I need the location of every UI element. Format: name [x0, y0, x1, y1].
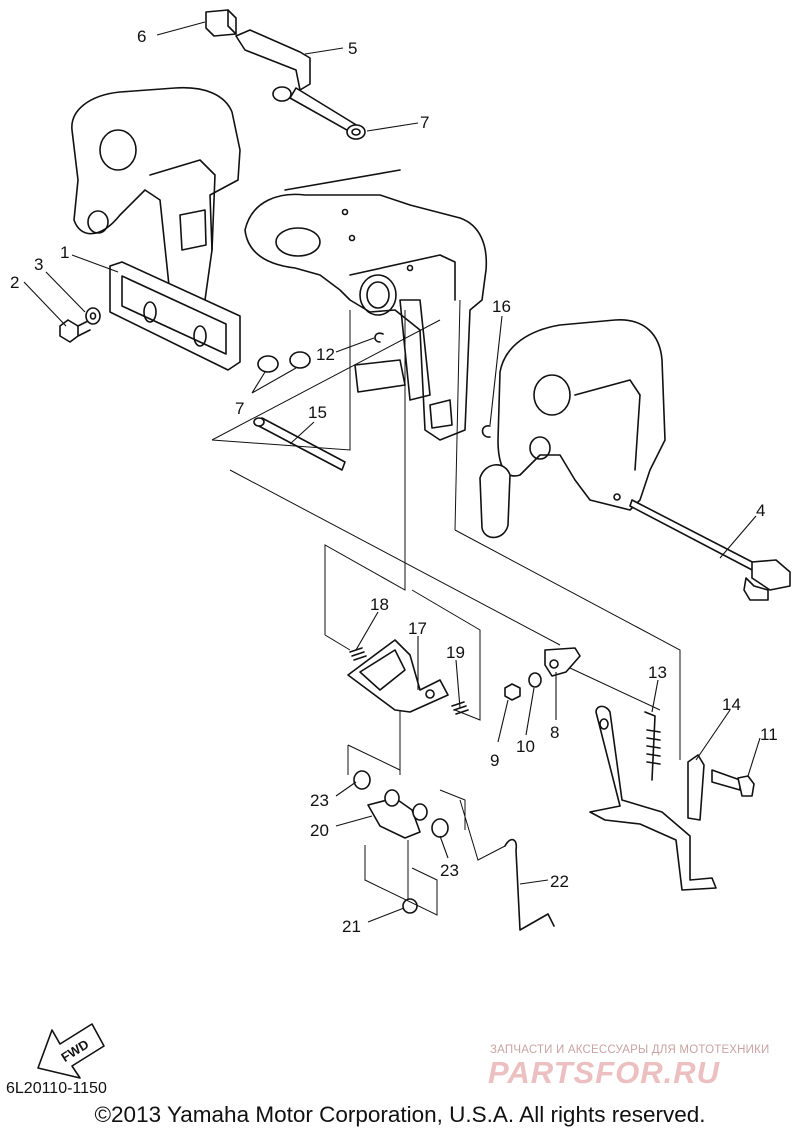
part-7-bushing-pair: [257, 351, 311, 373]
callout-3: 3: [34, 255, 43, 274]
callout-17: 17: [408, 619, 427, 638]
callout-14: 14: [722, 695, 741, 714]
callout-10: 10: [516, 737, 535, 756]
assembly-guide-lines: [211, 299, 681, 916]
callout-7-pair: 7: [235, 399, 244, 418]
part-15-pin: [253, 417, 346, 471]
callout-9: 9: [490, 751, 499, 770]
callout-4: 4: [756, 501, 765, 520]
part-6-cap: [205, 9, 237, 37]
part-23-collar-d: [431, 818, 449, 838]
callout-23-bottom: 23: [440, 861, 459, 880]
part-10-washer: [528, 672, 542, 688]
part-23-collar-c: [412, 803, 428, 821]
callout-8: 8: [550, 723, 559, 742]
callout-16: 16: [492, 297, 511, 316]
callout-7-top: 7: [420, 113, 429, 132]
callout-1: 1: [60, 243, 69, 262]
part-8-lever: [544, 647, 581, 677]
callout-6: 6: [137, 27, 146, 46]
watermark-brand: PARTSFOR.RU: [488, 1055, 721, 1090]
part-23-collar-a: [353, 770, 371, 790]
callout-20: 20: [310, 821, 329, 840]
callout-13: 13: [648, 663, 667, 682]
copyright-notice: ©2013 Yamaha Motor Corporation, U.S.A. A…: [94, 1102, 706, 1127]
callout-21: 21: [342, 917, 361, 936]
part-9-bolt: [504, 683, 521, 701]
part-1-plate: [109, 261, 241, 371]
watermark-tagline: ЗАПЧАСТИ И АКСЕССУАРЫ ДЛЯ МОТОТЕХНИКИ: [490, 1044, 770, 1056]
part-5-lever: [235, 29, 359, 135]
part-12-clip: [374, 332, 384, 343]
callout-22: 22: [550, 872, 569, 891]
part-16-clip: [481, 425, 491, 438]
swivel-bracket: [244, 169, 488, 441]
part-14-tilt-lever: [589, 705, 717, 891]
part-18-spring: [349, 647, 367, 661]
callout-12: 12: [316, 345, 335, 364]
part-23-collar-b: [384, 789, 400, 807]
callout-11: 11: [760, 725, 778, 744]
clamp-bracket-left: [71, 86, 241, 306]
callout-19: 19: [446, 643, 465, 662]
part-2-bolt: [59, 319, 91, 343]
forward-direction-arrow: FWD: [37, 1023, 105, 1079]
part-7-bushing-top: [346, 124, 366, 140]
part-13-spring: [644, 711, 661, 781]
callout-23-top: 23: [310, 791, 329, 810]
clamp-bracket-right: [479, 319, 666, 539]
part-21-collar: [402, 898, 418, 914]
part-4-rod: [629, 499, 791, 601]
part-17-tilt-stopper: [347, 639, 449, 713]
callout-numbers: 6 5 7 1 3 2 16 12 7 15 4 18 17 19 13 14 …: [10, 27, 778, 936]
part-22-wire: [504, 838, 555, 931]
diagram-code: 6L20110-1150: [6, 1080, 107, 1097]
callout-18: 18: [370, 595, 389, 614]
leader-lines: [23, 21, 761, 923]
part-11-bolt: [711, 769, 755, 797]
callout-5: 5: [348, 39, 357, 58]
callout-2: 2: [10, 273, 19, 292]
callout-15: 15: [308, 403, 327, 422]
part-3-washer: [85, 307, 101, 325]
